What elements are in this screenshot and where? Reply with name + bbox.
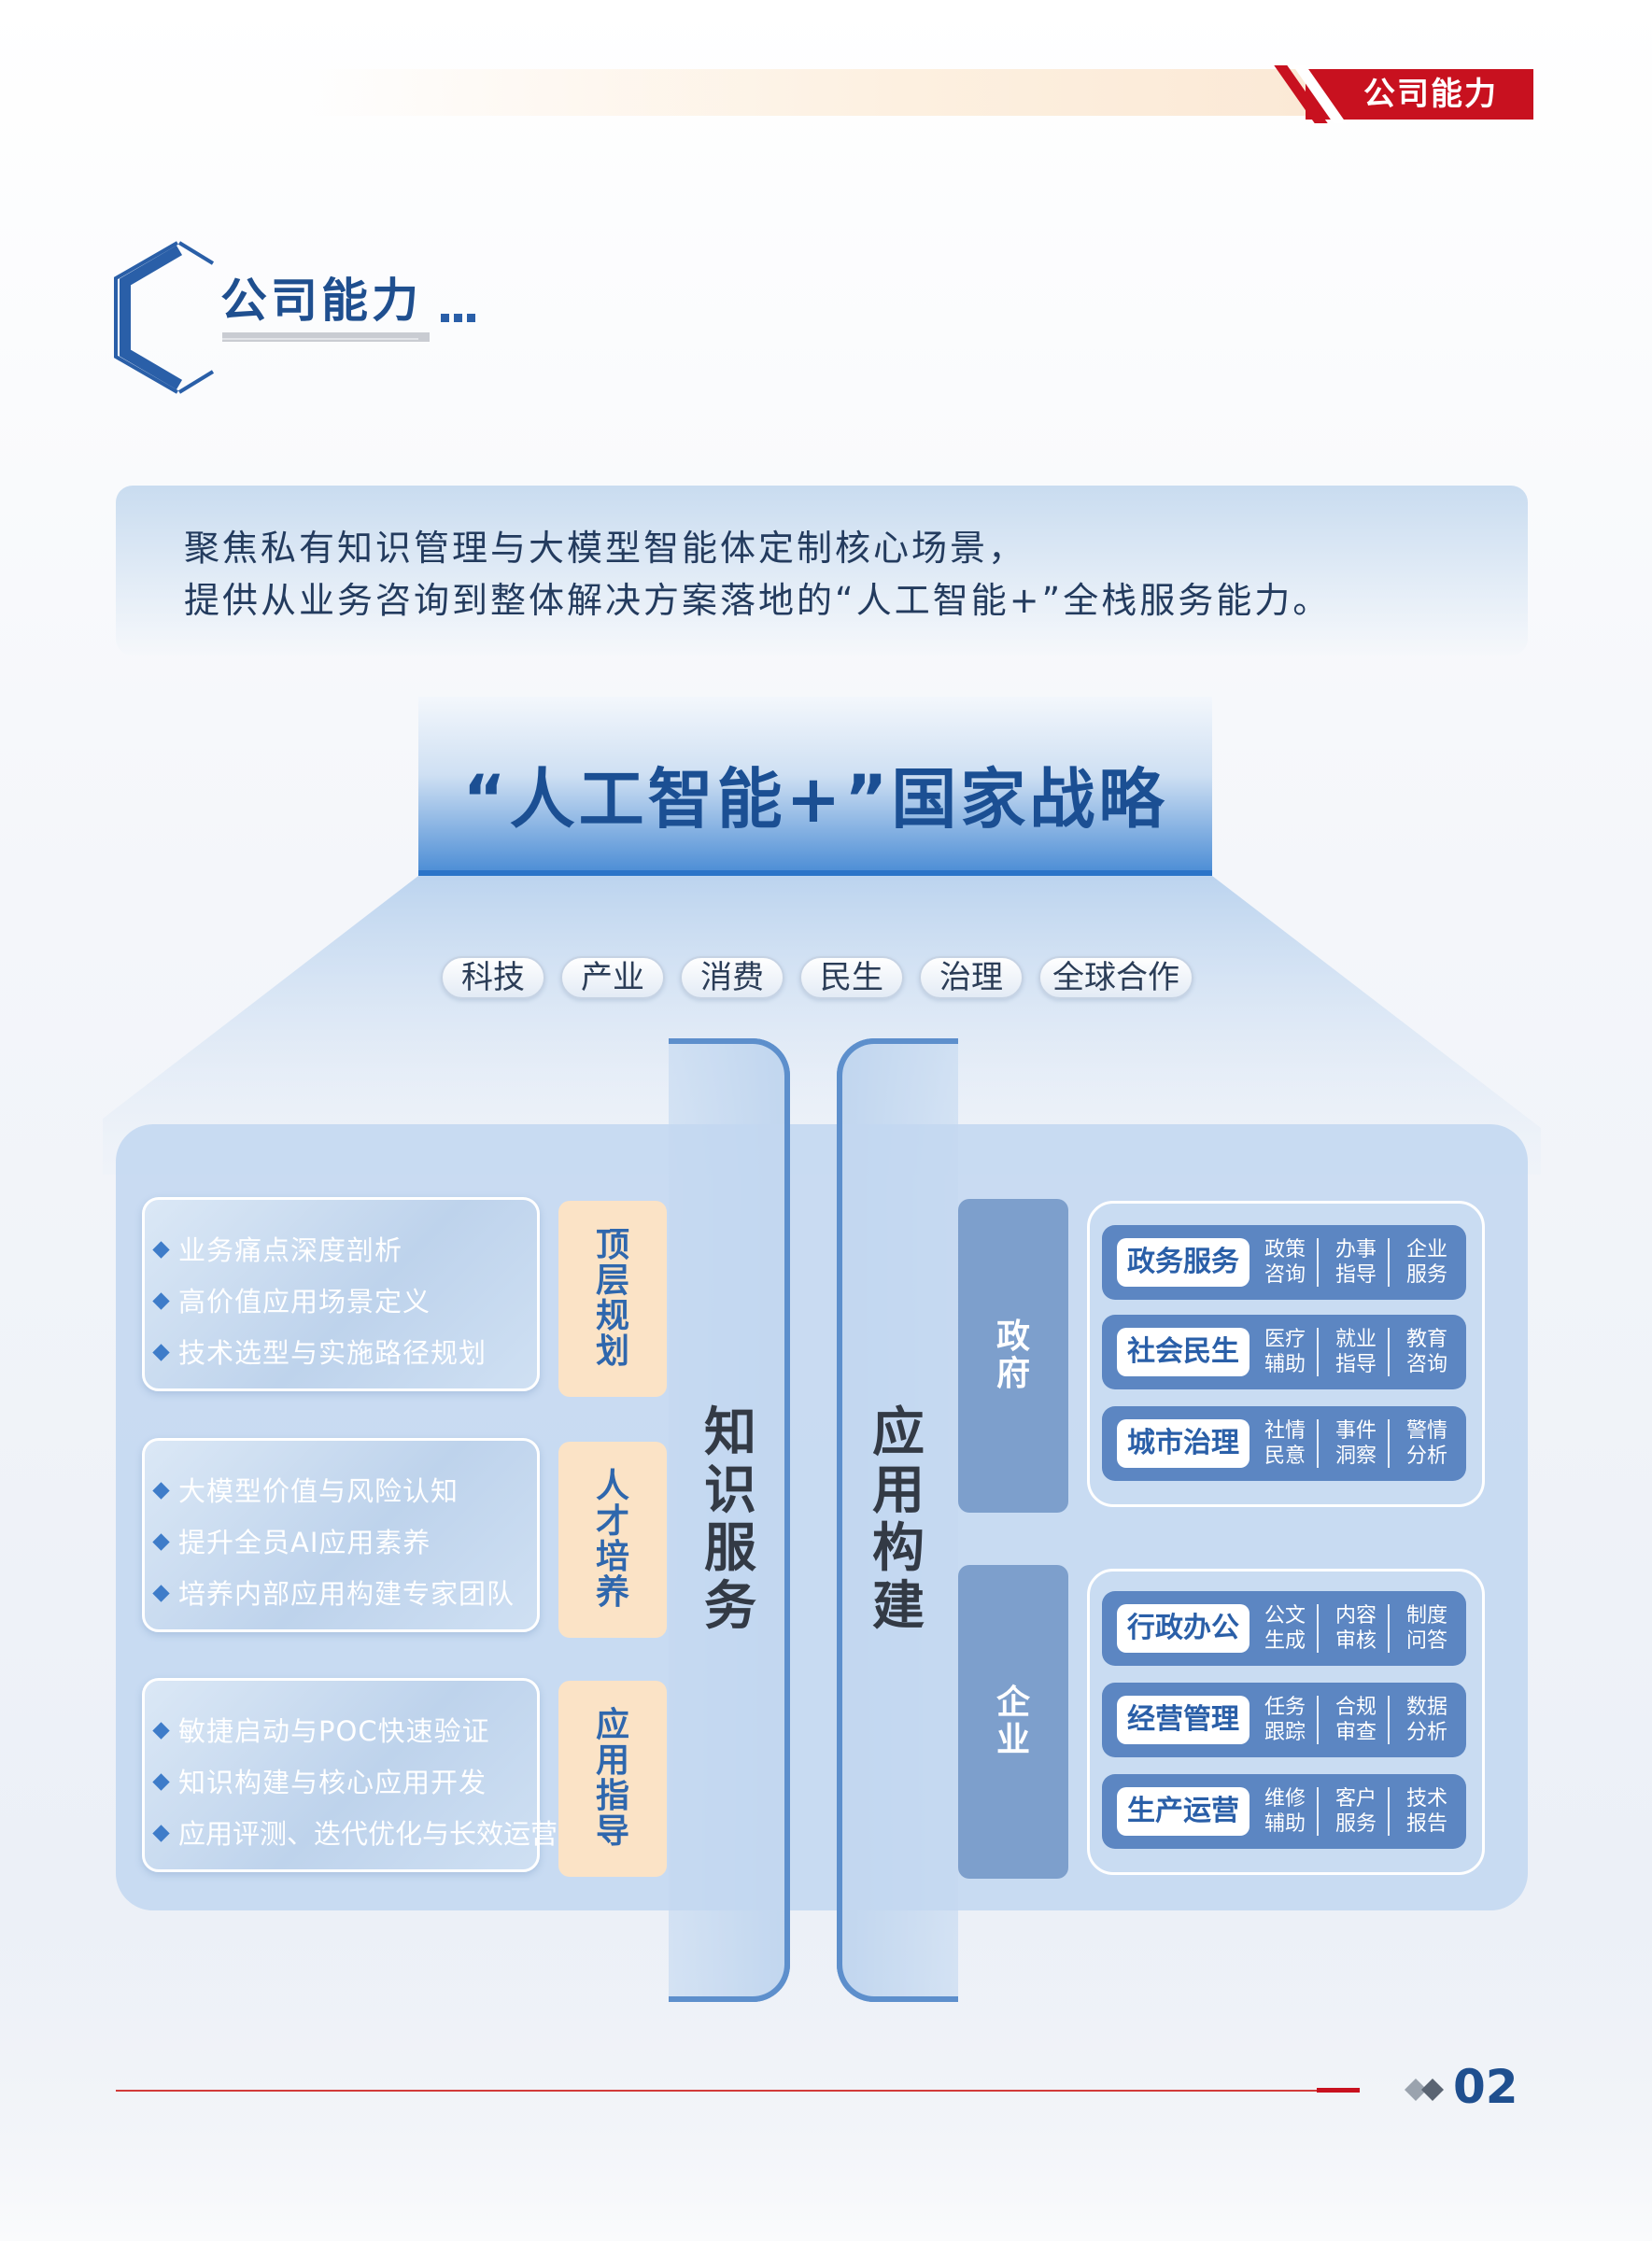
knowledge-title-text: 知识服务 <box>704 1402 756 1637</box>
knowledge-service-title: 知识服务 <box>693 1404 768 1636</box>
row-cell: 事件洞察 <box>1334 1419 1377 1468</box>
knowledge-pillar-front <box>669 1038 790 2002</box>
knowledge-item: 业务痛点深度剖析 <box>152 1229 402 1268</box>
row-cell: 警情分析 <box>1405 1419 1447 1468</box>
row-cell: 技术报告 <box>1405 1787 1447 1836</box>
page-title: 公司能力 <box>220 274 422 328</box>
row-cell: 政策咨询 <box>1264 1238 1306 1287</box>
intro-line-1: 聚焦私有知识管理与大模型智能体定制核心场景， <box>184 528 1027 569</box>
diamond-bullet-icon <box>152 1824 170 1842</box>
row-label: 行政办公 <box>1117 1604 1250 1653</box>
title-underline <box>222 332 430 342</box>
strategy-title: “人工智能+”国家战略 <box>462 761 1168 838</box>
row-label: 生产运营 <box>1117 1787 1250 1836</box>
knowledge-item: 高价值应用场景定义 <box>152 1280 431 1319</box>
field-pill: 科技 <box>441 956 545 999</box>
knowledge-item: 敏捷启动与POC快速验证 <box>152 1710 490 1749</box>
row-divider <box>1317 1419 1319 1468</box>
diamond-bullet-icon <box>152 1772 170 1791</box>
knowledge-group-box <box>142 1438 540 1632</box>
diamond-bullet-icon <box>152 1584 170 1602</box>
row-cell: 办事指导 <box>1334 1238 1377 1287</box>
diamond-bullet-icon <box>152 1481 170 1500</box>
floor-background <box>0 1914 1652 2241</box>
row-divider <box>1388 1696 1390 1744</box>
page-number: 02 <box>1453 2060 1518 2114</box>
row-cell: 内容审核 <box>1334 1604 1377 1653</box>
knowledge-group-box <box>142 1197 540 1391</box>
sector-enterprise: 企业 <box>958 1565 1068 1879</box>
diamond-bullet-icon <box>152 1240 170 1259</box>
knowledge-group-tag: 顶层规划 <box>558 1201 667 1397</box>
header-band <box>299 69 1307 116</box>
row-cell: 企业服务 <box>1405 1238 1447 1287</box>
field-pill: 治理 <box>919 956 1024 999</box>
title-underline-thin <box>222 338 418 340</box>
diamond-bullet-icon <box>152 1532 170 1551</box>
footer-accent <box>1317 2088 1360 2093</box>
row-divider <box>1388 1604 1390 1653</box>
row-cell: 医疗辅助 <box>1264 1328 1306 1376</box>
row-cell: 就业指导 <box>1334 1328 1377 1376</box>
row-divider <box>1317 1238 1319 1287</box>
row-label: 社会民生 <box>1117 1328 1250 1376</box>
application-build-title: 应用构建 <box>861 1404 936 1636</box>
diamond-bullet-icon <box>152 1343 170 1361</box>
field-pill: 消费 <box>680 956 784 999</box>
row-divider <box>1388 1419 1390 1468</box>
row-cell: 任务跟踪 <box>1264 1696 1306 1744</box>
knowledge-item: 提升全员AI应用素养 <box>152 1521 431 1560</box>
row-divider <box>1388 1328 1390 1376</box>
row-divider <box>1317 1604 1319 1653</box>
ellipsis-icon <box>441 308 482 322</box>
knowledge-item: 大模型价值与风险认知 <box>152 1470 459 1509</box>
row-label: 政务服务 <box>1117 1238 1250 1287</box>
double-diamond-icon <box>1405 2079 1444 2101</box>
application-pillar-front <box>837 1038 958 2002</box>
footer-line <box>116 2090 1358 2092</box>
row-cell: 数据分析 <box>1405 1696 1447 1744</box>
intro-panel <box>116 486 1528 655</box>
sector-government: 政府 <box>958 1199 1068 1513</box>
section-tag: 公司能力 <box>1274 65 1533 123</box>
application-title-text: 应用构建 <box>872 1402 925 1637</box>
hexagon-bracket-icon <box>114 241 215 394</box>
strategy-funnel <box>103 876 1541 1175</box>
row-divider <box>1388 1787 1390 1836</box>
knowledge-item: 知识构建与核心应用开发 <box>152 1761 487 1800</box>
row-cell: 制度问答 <box>1405 1604 1447 1653</box>
knowledge-item: 技术选型与实施路径规划 <box>152 1332 487 1371</box>
row-divider <box>1317 1328 1319 1376</box>
row-label: 经营管理 <box>1117 1696 1250 1744</box>
field-pill: 民生 <box>799 956 904 999</box>
row-cell: 合规审查 <box>1334 1696 1377 1744</box>
section-tag-label: 公司能力 <box>1363 76 1498 113</box>
row-cell: 教育咨询 <box>1405 1328 1447 1376</box>
knowledge-item: 培养内部应用构建专家团队 <box>152 1572 515 1612</box>
row-divider <box>1388 1238 1390 1287</box>
row-cell: 客户服务 <box>1334 1787 1377 1836</box>
diamond-bullet-icon <box>152 1291 170 1310</box>
row-cell: 维修辅助 <box>1264 1787 1306 1836</box>
row-divider <box>1317 1787 1319 1836</box>
field-pill: 全球合作 <box>1038 956 1193 999</box>
diamond-bullet-icon <box>152 1721 170 1740</box>
row-divider <box>1317 1696 1319 1744</box>
knowledge-group-tag: 应用指导 <box>558 1681 667 1877</box>
knowledge-item: 应用评测、迭代优化与长效运营 <box>152 1812 558 1852</box>
row-cell: 公文生成 <box>1264 1604 1306 1653</box>
row-label: 城市治理 <box>1117 1419 1250 1468</box>
row-cell: 社情民意 <box>1264 1419 1306 1468</box>
knowledge-group-tag: 人才培养 <box>558 1442 667 1638</box>
knowledge-group-box <box>142 1678 540 1872</box>
intro-line-2: 提供从业务咨询到整体解决方案落地的“人工智能+”全栈服务能力。 <box>184 580 1332 621</box>
field-pill: 产业 <box>560 956 665 999</box>
strategy-banner <box>418 697 1212 876</box>
